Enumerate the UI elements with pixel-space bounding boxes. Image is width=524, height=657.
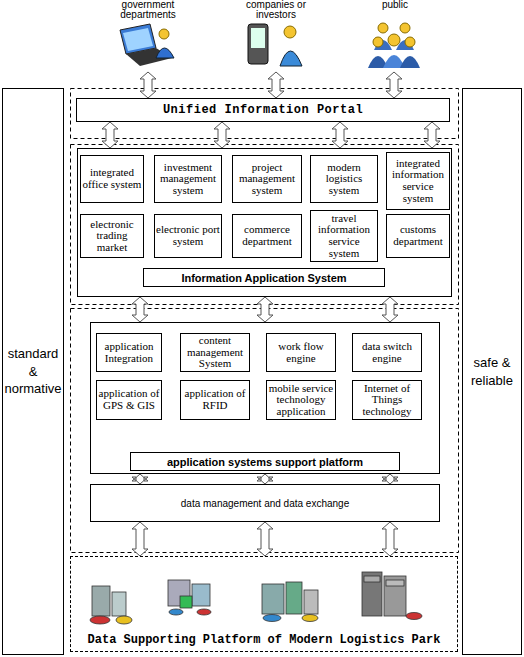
node-label: customs department <box>388 224 448 247</box>
dashed-region <box>71 89 459 139</box>
side-band: safe & reliable <box>462 88 522 655</box>
node-label: data switch engine <box>354 341 420 364</box>
pda-icon <box>248 24 302 66</box>
side-band: standard & normative <box>2 88 64 655</box>
people-icon <box>368 23 420 68</box>
process-box: integrated office system <box>80 155 144 203</box>
process-box: work flow engine <box>266 333 336 372</box>
group-box: Information Application System integrated… <box>77 148 452 297</box>
double-arrow <box>132 297 148 322</box>
laptop-icon <box>120 24 174 66</box>
process-box: modern logistics system <box>310 155 378 203</box>
double-arrow <box>214 122 230 148</box>
process-box: Data Supporting Platform of Modern Logis… <box>70 556 458 652</box>
node-label: application of RFID <box>182 388 248 411</box>
double-arrow <box>268 72 284 98</box>
process-box: integrated information service system <box>386 152 450 210</box>
process-box: application of RFID <box>180 380 250 420</box>
group-label: Information Application System <box>143 268 385 287</box>
node-label: Internet of Things technology <box>354 383 420 418</box>
dashed-region <box>71 309 459 553</box>
node-label: Unified Information Portal <box>163 103 363 117</box>
server-illustration <box>90 572 422 624</box>
node-label: integrated office system <box>82 167 142 190</box>
double-arrow <box>386 72 402 98</box>
node-label: mobile service technology application <box>268 383 334 418</box>
node-label: integrated information service system <box>388 158 448 204</box>
node-label: electronic trading market <box>82 219 142 254</box>
dashed-region <box>71 145 459 305</box>
process-box: application Integration <box>96 333 162 372</box>
process-box: travel information service system <box>310 210 378 262</box>
node-label: government departments <box>113 0 183 20</box>
double-arrow <box>257 297 273 322</box>
node-label: application of GPS & GIS <box>98 388 160 411</box>
process-box: companies or investors <box>234 0 318 72</box>
double-arrow <box>140 72 156 98</box>
process-box: government departments <box>106 0 190 72</box>
process-box: electronic port system <box>154 214 222 258</box>
process-box: application of GPS & GIS <box>96 380 162 420</box>
process-box: commerce department <box>232 214 302 258</box>
process-box: data switch engine <box>352 333 422 372</box>
process-box: Unified Information Portal <box>76 98 450 122</box>
double-arrow <box>424 122 440 148</box>
node-label: project management system <box>234 162 300 197</box>
double-arrow <box>102 122 118 148</box>
group-box: application systems support platform appl… <box>90 322 440 474</box>
node-label: Data Supporting Platform of Modern Logis… <box>88 633 441 647</box>
node-label: content management System <box>182 335 248 370</box>
node-label: standard & normative <box>3 345 63 398</box>
node-label: companies or investors <box>241 0 311 20</box>
node-label: commerce department <box>234 224 300 247</box>
double-arrow <box>132 474 148 484</box>
double-arrow <box>382 297 398 322</box>
node-label: work flow engine <box>268 341 334 364</box>
double-arrow <box>332 122 348 148</box>
node-label: safe & reliable <box>463 354 521 389</box>
node-label: travel information service system <box>312 213 376 259</box>
double-arrow <box>382 474 398 484</box>
process-box: project management system <box>232 155 302 203</box>
process-box: content management System <box>180 333 250 372</box>
process-box: investment management system <box>154 155 222 203</box>
node-label: investment management system <box>156 162 220 197</box>
process-box: electronic trading market <box>80 214 144 258</box>
process-box: data management and data exchange <box>90 484 440 522</box>
double-arrow <box>132 522 148 556</box>
process-box: Internet of Things technology <box>352 380 422 420</box>
process-box: mobile service technology application <box>266 380 336 420</box>
double-arrow <box>257 522 273 556</box>
node-label: electronic port system <box>156 224 220 247</box>
node-label: modern logistics system <box>312 162 376 197</box>
node-label: application Integration <box>98 341 160 364</box>
node-label: data management and data exchange <box>181 498 349 509</box>
process-box: customs department <box>386 214 450 258</box>
process-box: public <box>360 0 430 72</box>
double-arrow <box>382 522 398 556</box>
double-arrow <box>257 474 273 484</box>
group-label: application systems support platform <box>130 452 400 471</box>
node-label: public <box>360 0 430 10</box>
